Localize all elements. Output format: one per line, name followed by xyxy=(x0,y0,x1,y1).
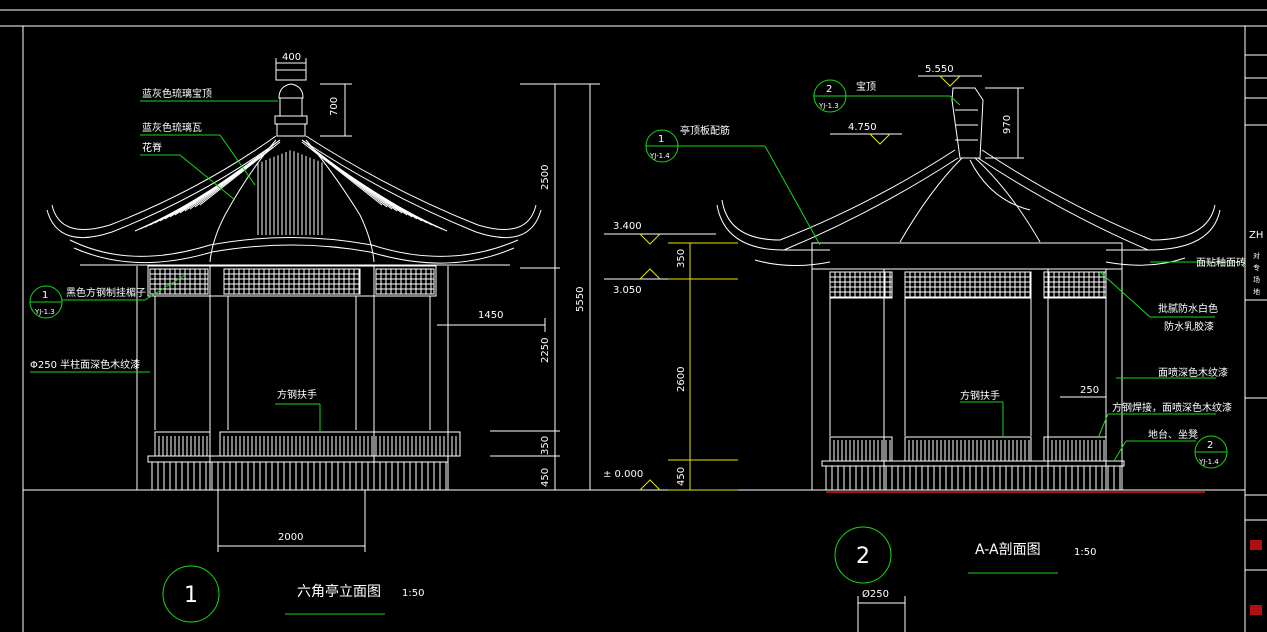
dim-railing-height: 350 xyxy=(540,436,551,455)
dim-post: 250 xyxy=(1080,385,1099,396)
dim-sec-base-height: 450 xyxy=(676,467,687,486)
label-wood: 面喷深色木纹漆 xyxy=(1158,366,1228,379)
detail-ref-num: 1 xyxy=(42,290,48,301)
label-ridge: 花脊 xyxy=(142,141,162,154)
elevation-title-text: 六角亭立面图 xyxy=(297,583,381,600)
elevation-annotations: 蓝灰色琉璃宝顶 蓝灰色琉璃瓦 花脊 黑色方钢制挂楣子 Φ250 半柱面深色木纹漆… xyxy=(29,87,321,432)
level-beam: 3.050 xyxy=(613,285,642,296)
dim-overhang: 1450 xyxy=(478,310,503,321)
elevation-dimensions: 400 700 2500 5550 2250 350 450 1450 2000 xyxy=(217,52,600,552)
elevation-drawing xyxy=(46,69,542,490)
elevation-callout-circle[interactable] xyxy=(162,565,220,623)
title-block-code: ZH xyxy=(1249,230,1263,241)
section-title: 2 A-A剖面图 1:50 xyxy=(834,526,1096,584)
elevation-scale: 1:50 xyxy=(402,588,424,599)
elevation-title: 1 六角亭立面图 1:50 xyxy=(162,565,424,623)
title-block: ZH 对 专 场 地 xyxy=(1245,54,1267,615)
hatch-line xyxy=(392,206,448,232)
level-ridge: 4.750 xyxy=(848,122,877,133)
level-ground: ± 0.000 xyxy=(603,469,643,480)
dim-sec-column-height: 2600 xyxy=(676,367,687,392)
section-dimensions: 5.550 4.750 970 3.400 3.050 ± 0.000 350 … xyxy=(603,64,1106,632)
ref-finial-sheet: YJ-1.3 xyxy=(818,102,839,110)
label-finial: 蓝灰色琉璃宝顶 xyxy=(142,87,212,100)
level-top: 5.550 xyxy=(925,64,954,75)
hatch-line xyxy=(134,206,190,232)
tb-line-2: 场 xyxy=(1253,275,1260,284)
dim-overall-height: 5550 xyxy=(575,287,586,312)
label-sec-handrail: 方钢扶手 xyxy=(960,389,1000,402)
label-paint: 批腻防水白色 xyxy=(1158,302,1218,315)
label-tiles: 蓝灰色琉璃瓦 xyxy=(142,121,202,134)
dim-sec-eave-height: 350 xyxy=(676,249,687,268)
dim-column-height: 2250 xyxy=(540,338,551,363)
tb-line-3: 地 xyxy=(1253,287,1260,296)
ref-rafter-sheet: YJ-1.4 xyxy=(649,152,670,160)
dim-roof-height: 2500 xyxy=(540,165,551,190)
section-scale: 1:50 xyxy=(1074,547,1096,558)
label-rafter: 亭顶板配筋 xyxy=(680,124,730,137)
section-title-text: A-A剖面图 xyxy=(975,542,1041,558)
sheet-frame xyxy=(0,9,1267,632)
section-callout-number: 2 xyxy=(856,544,870,569)
label-ceiling: 面贴釉面砖 xyxy=(1196,256,1246,269)
label-column: Φ250 半柱面深色木纹漆 xyxy=(30,358,140,371)
dim-base-height: 450 xyxy=(540,468,551,487)
tb-line-0: 对 xyxy=(1253,251,1260,260)
level-eave: 3.400 xyxy=(613,221,642,232)
dim-finial-width: 400 xyxy=(282,52,301,63)
dim-bay-width: 2000 xyxy=(278,532,303,543)
dim-column-dia: Ø250 xyxy=(862,588,889,600)
title-block-stamp xyxy=(1250,540,1262,550)
label-handrail: 方钢扶手 xyxy=(277,388,317,401)
label-lattice: 黑色方钢制挂楣子 xyxy=(66,286,146,299)
dim-sec-finial-height: 970 xyxy=(1002,115,1013,134)
section-callout-circle[interactable] xyxy=(834,526,892,584)
label-sec-finial: 宝顶 xyxy=(856,80,876,93)
label-paint2: 防水乳胶漆 xyxy=(1164,320,1214,333)
tb-line-1: 专 xyxy=(1253,263,1260,272)
ref-seat-num: 2 xyxy=(1207,440,1213,451)
detail-ref-sheet: YJ-1.3 xyxy=(34,308,55,316)
label-weld: 方钢焊接，面喷深色木纹漆 xyxy=(1112,401,1232,414)
ref-finial-num: 2 xyxy=(826,84,832,95)
elevation-callout-number: 1 xyxy=(184,583,198,608)
label-seat: 地台、坐凳 xyxy=(1148,428,1198,441)
title-block-stamp-2 xyxy=(1250,605,1262,615)
section-drawing xyxy=(716,87,1221,493)
ref-rafter-num: 1 xyxy=(658,134,664,145)
ref-seat-sheet: YJ-1.4 xyxy=(1198,458,1219,466)
section-annotations: 2 YJ-1.3 宝顶 1 YJ-1.4 亭顶板配筋 面贴釉面砖 批腻防水白色 … xyxy=(645,79,1246,469)
dim-finial-height: 700 xyxy=(329,97,340,116)
